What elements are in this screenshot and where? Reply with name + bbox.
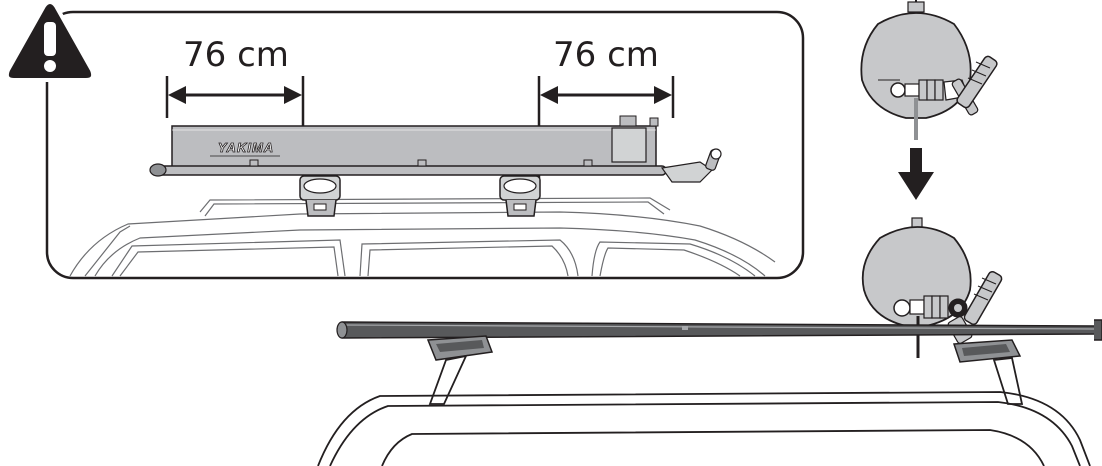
left-arrowhead-left <box>168 86 186 104</box>
valve-detail-after <box>861 217 1003 358</box>
inset-valve-assembly <box>660 161 713 183</box>
warning-exclamation-dot <box>44 60 56 72</box>
inset-tower-left <box>299 175 341 217</box>
right-arrowhead-right <box>654 86 672 104</box>
inset-panel: 76 cm 76 cm YAKIMA <box>45 10 805 280</box>
right-arrowhead-left <box>540 86 558 104</box>
car-roof-outline <box>317 391 1091 466</box>
warning-triangle-icon <box>4 0 96 82</box>
cargo-box-latch <box>611 127 647 163</box>
valve-detail-before <box>860 0 998 140</box>
left-dimension-label: 76 cm <box>183 35 289 75</box>
left-arrowhead-right <box>284 86 302 104</box>
down-arrow-icon <box>898 148 934 200</box>
cargo-box-rail <box>151 165 667 176</box>
left-dimension: 76 cm <box>165 35 305 178</box>
cargo-box: YAKIMA <box>149 115 722 183</box>
warning-exclamation-bar <box>44 22 56 56</box>
crossbar-body <box>338 321 1099 339</box>
inset-tower-right <box>499 175 541 217</box>
cargo-box-cap <box>619 115 637 127</box>
inset-car-outline <box>69 197 776 277</box>
roof-crossbar <box>336 319 1102 341</box>
tower-right <box>952 339 1024 405</box>
right-dimension-label: 76 cm <box>553 35 659 75</box>
tower-left <box>426 335 494 405</box>
brand-label: YAKIMA <box>218 140 274 155</box>
